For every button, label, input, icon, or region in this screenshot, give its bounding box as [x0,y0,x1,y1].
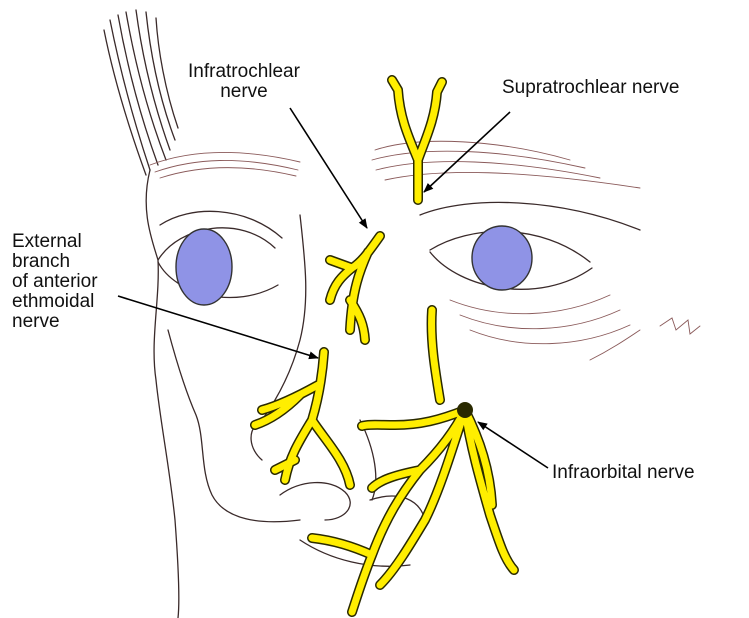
ethmoidal-leader [118,296,318,358]
infratrochlear-nerve [330,236,380,340]
face-outline [146,170,300,618]
infratrochlear-leader [290,108,367,228]
eyebrows [150,141,640,188]
supratrochlear-label: Supratrochlear nerve [502,78,679,98]
right-eye [420,202,640,360]
left-eye [158,211,282,305]
hair [104,10,178,175]
supratrochlear-leader [424,112,510,192]
ethmoidal-nerve [255,352,350,485]
ethmoidal-label: External branch of anterior ethmoidal ne… [12,232,98,332]
infraorbital-label: Infraorbital nerve [552,463,695,483]
infratrochlear-label: Infratrochlear nerve [188,62,300,102]
artist-signature [660,318,700,334]
